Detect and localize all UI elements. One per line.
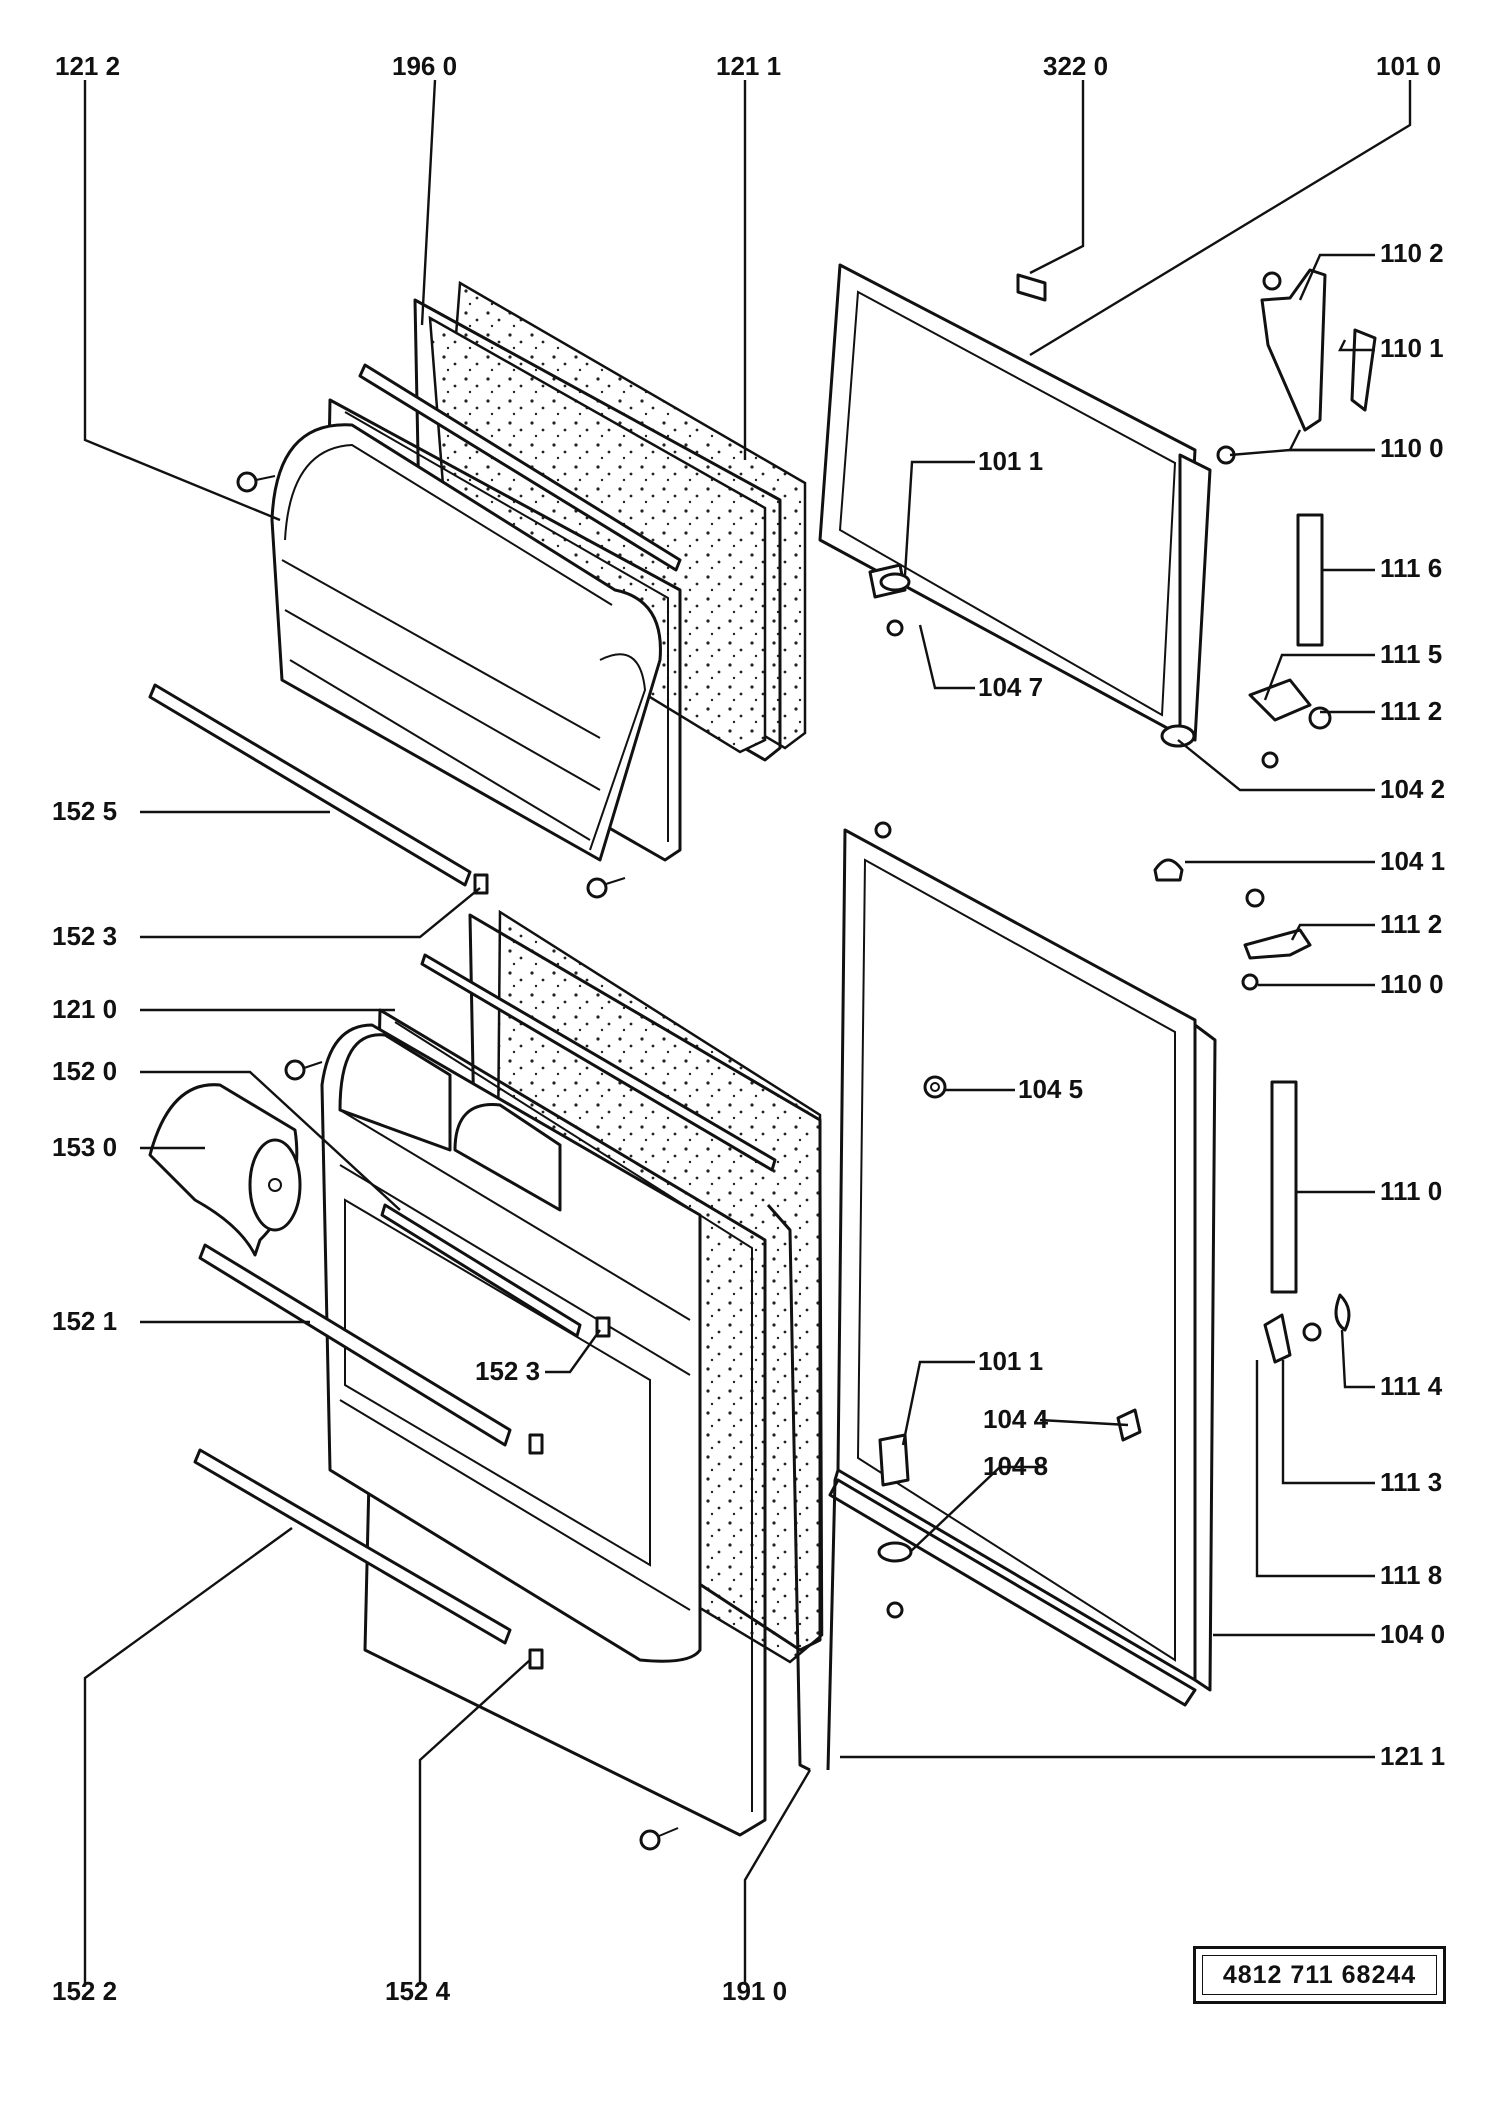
label-152-4: 152 4 — [385, 1976, 451, 2006]
label-152-3-mid: 152 3 — [475, 1356, 540, 1386]
screw-icon — [586, 877, 626, 899]
shelf-bar-152-0 — [380, 1203, 582, 1338]
cap-104-1 — [1153, 858, 1184, 882]
part-number-labels: 121 2 196 0 121 1 322 0 101 0 110 2 110 … — [52, 51, 1445, 2006]
label-111-2-mid: 111 2 — [1380, 909, 1442, 939]
label-110-1: 110 1 — [1380, 333, 1444, 363]
label-104-0: 104 0 — [1380, 1619, 1445, 1649]
hinge-icon — [1248, 678, 1332, 769]
label-152-1: 152 1 — [52, 1306, 117, 1336]
document-number: 4812 711 68244 — [1202, 1955, 1437, 1995]
label-104-8: 104 8 — [983, 1451, 1048, 1481]
rating-plate-322-0 — [1016, 273, 1047, 302]
screw-icon — [284, 1059, 323, 1081]
label-104-4: 104 4 — [983, 1404, 1049, 1434]
screw-icon — [874, 821, 892, 839]
hinge-icon — [1263, 1293, 1351, 1364]
label-152-0: 152 0 — [52, 1056, 117, 1086]
gasket-strip-191-0 — [766, 1204, 811, 1772]
fridge-door-liner — [320, 1023, 702, 1663]
screw-icon — [639, 1827, 679, 1851]
hinge-icon — [1216, 268, 1377, 465]
bracket-icon — [877, 1433, 913, 1619]
label-110-2: 110 2 — [1380, 238, 1444, 268]
clip-152-4 — [528, 1648, 544, 1670]
label-152-2: 152 2 — [52, 1976, 117, 2006]
label-153-0: 153 0 — [52, 1132, 117, 1162]
label-111-8: 111 8 — [1380, 1560, 1442, 1590]
shelf-bar-152-1 — [198, 1243, 512, 1447]
label-111-0: 111 0 — [1380, 1176, 1442, 1206]
label-111-2-top: 111 2 — [1380, 696, 1442, 726]
label-111-5: 111 5 — [1380, 639, 1442, 669]
bracket-icon — [1116, 1408, 1142, 1442]
freezer-top-strip — [358, 363, 682, 572]
fridge-gasket-frame-121-0 — [363, 1008, 767, 1837]
label-104-5: 104 5 — [1018, 1074, 1083, 1104]
label-121-1-top: 121 1 — [716, 51, 781, 81]
hinge-pin-cover-111-0 — [1270, 1080, 1298, 1294]
hinge-pin-cover-111-6 — [1296, 513, 1324, 647]
label-101-1-mid: 101 1 — [978, 1346, 1043, 1376]
label-152-3-left: 152 3 — [52, 921, 117, 951]
label-104-2: 104 2 — [1380, 774, 1445, 804]
label-322-0: 322 0 — [1043, 51, 1108, 81]
top-strip-lower — [420, 953, 777, 1172]
label-101-1-top: 101 1 — [978, 446, 1043, 476]
label-121-2: 121 2 — [55, 51, 120, 81]
freezer-outer-door-101-0 — [818, 263, 1197, 737]
label-152-5: 152 5 — [52, 796, 117, 826]
label-121-1-bottom: 121 1 — [1380, 1741, 1445, 1771]
bottom-bar-152-5 — [148, 683, 472, 887]
label-104-7: 104 7 — [978, 672, 1043, 702]
bracket-icon — [868, 563, 911, 637]
label-101-0: 101 0 — [1376, 51, 1441, 81]
label-196-0: 196 0 — [392, 51, 457, 81]
lower-door-assembly — [148, 821, 1351, 1851]
label-111-3: 111 3 — [1380, 1467, 1442, 1497]
label-111-4: 111 4 — [1380, 1371, 1443, 1401]
leader-lines — [83, 79, 1412, 1985]
label-104-1: 104 1 — [1380, 846, 1445, 876]
hinge-icon — [1241, 888, 1312, 991]
screw-icon — [236, 471, 276, 493]
label-110-0-mid: 110 0 — [1380, 969, 1444, 999]
freezer-door-liner — [270, 423, 662, 862]
handle-icon — [923, 1075, 947, 1099]
label-110-0-top: 110 0 — [1380, 433, 1444, 463]
foot-cap-104-2 — [1160, 724, 1196, 748]
shelf-bar-152-2 — [193, 1448, 512, 1645]
label-121-0: 121 0 — [52, 994, 117, 1024]
clip-152-3 — [528, 1433, 544, 1455]
upper-door-assembly — [148, 263, 1377, 899]
document-number-box: 4812 711 68244 — [1193, 1946, 1446, 2004]
label-111-6: 111 6 — [1380, 553, 1442, 583]
label-191-0: 191 0 — [722, 1976, 787, 2006]
